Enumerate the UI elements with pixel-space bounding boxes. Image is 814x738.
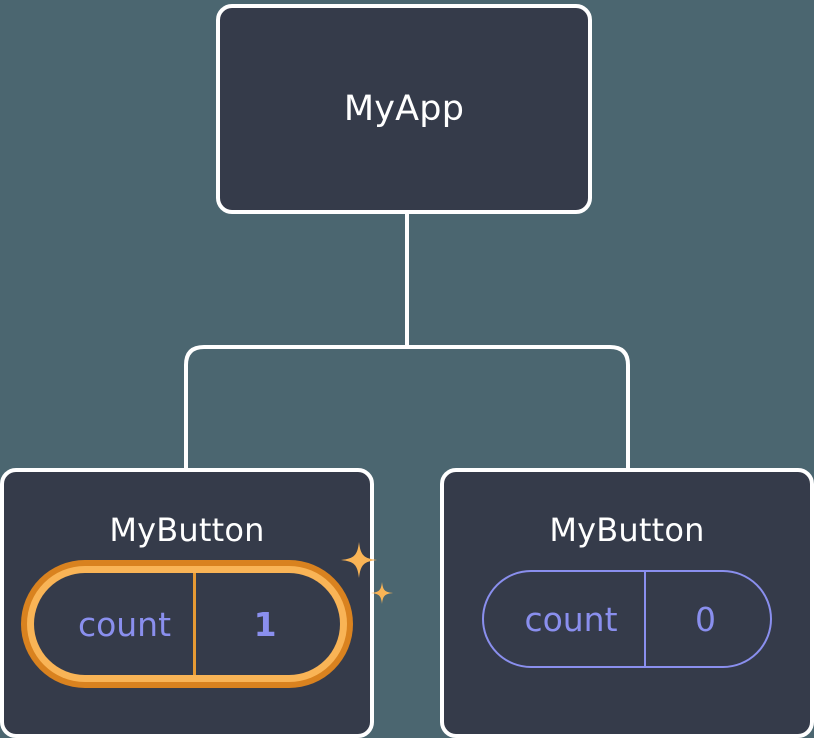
state-pill-left-ring: count 1 — [26, 566, 348, 682]
node-child-right-title: MyButton — [549, 511, 705, 549]
state-pill-left[interactable]: count 1 — [20, 560, 354, 688]
state-pill-left-wrap: count 1 — [20, 542, 394, 688]
node-child-right[interactable]: MyButton count 0 — [440, 468, 814, 738]
node-root[interactable]: MyApp — [216, 4, 592, 214]
state-pill-right[interactable]: count 0 — [482, 570, 772, 668]
state-pill-right-key: count — [524, 599, 618, 639]
state-pill-left-value: 1 — [193, 573, 340, 675]
node-child-left-title: MyButton — [109, 511, 265, 549]
state-pill-left-key: count — [77, 604, 172, 644]
node-root-title: MyApp — [343, 88, 465, 129]
node-child-left[interactable]: MyButton count 1 — [0, 468, 394, 738]
state-pill-right-value: 0 — [643, 572, 770, 666]
state-pill-right-wrap: count 0 — [482, 570, 772, 668]
connector-branch-bar — [184, 345, 630, 470]
state-pill-left-core: count 1 — [33, 573, 341, 675]
